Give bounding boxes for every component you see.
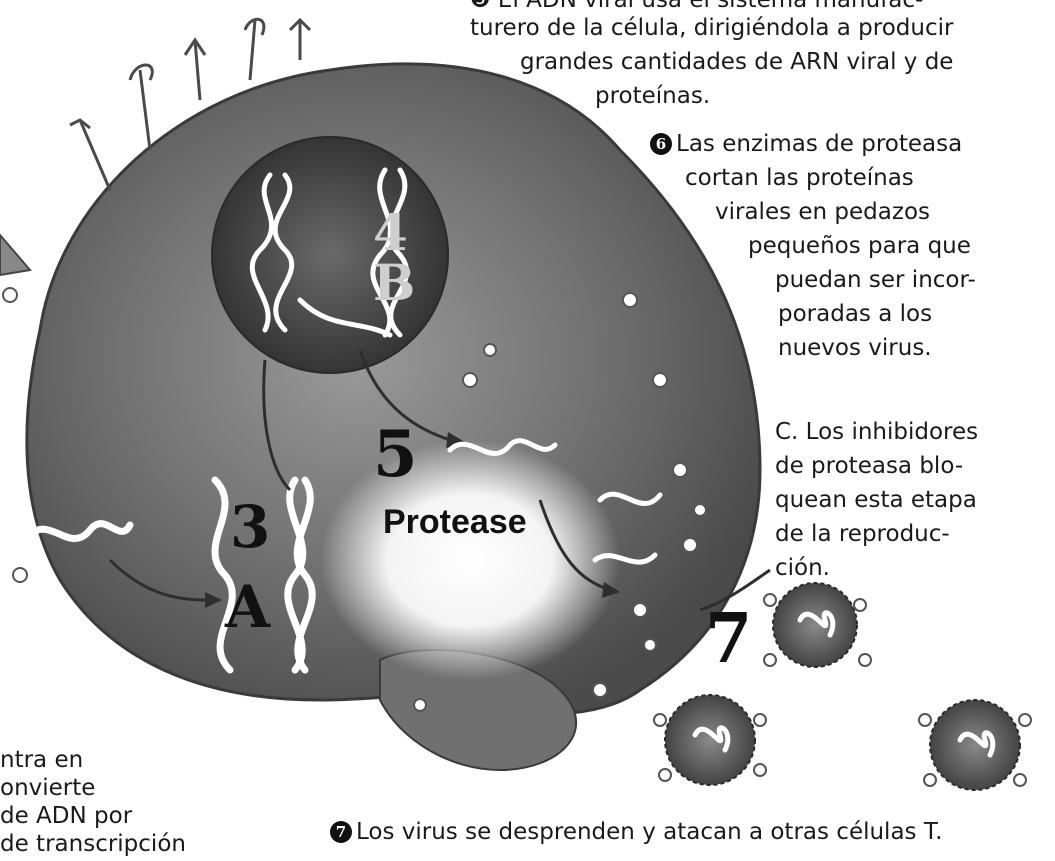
step6-line3: virales en pedazos xyxy=(715,198,930,226)
step6-line1-text: Las enzimas de proteasa xyxy=(676,131,962,157)
label-4: 4 xyxy=(373,208,408,258)
step6-line1: 6Las enzimas de proteasa xyxy=(650,130,962,158)
step5-line1: ❺ El ADN viral usa el sistema manufac- xyxy=(470,0,923,14)
step6-line2: cortan las proteínas xyxy=(685,164,914,192)
step6-line6: poradas a los xyxy=(778,300,932,328)
label-3: 3 xyxy=(230,498,270,556)
left-cut-line3: de ADN por xyxy=(0,802,132,830)
left-cut-line1: ntra en xyxy=(0,746,83,774)
step6-line5: puedan ser incor- xyxy=(775,266,976,294)
stepC-line2: de proteasa blo- xyxy=(775,452,963,480)
label-7: 7 xyxy=(705,605,752,673)
label-protease: Protease xyxy=(383,505,527,539)
step7-number-badge: 7 xyxy=(330,821,352,843)
label-A: A xyxy=(225,578,270,636)
step5-line3: grandes cantidades de ARN viral y de xyxy=(520,48,953,76)
left-cut-line2: onvierte xyxy=(0,774,95,802)
step5-line2: turero de la célula, dirigiéndola a prod… xyxy=(470,14,953,42)
stepC-line4: de la reproduc- xyxy=(775,520,950,548)
stepC-line5: ción. xyxy=(775,554,830,582)
step7-caption-text: Los virus se desprenden y atacan a otras… xyxy=(356,819,942,845)
left-edge-shape xyxy=(0,235,30,275)
step5-line4: proteínas. xyxy=(595,82,710,110)
label-B: B xyxy=(373,258,415,308)
stepC-line3: quean esta etapa xyxy=(775,486,977,514)
left-cut-line4: de transcripción xyxy=(0,830,186,858)
stepC-line1: C. Los inhibidores xyxy=(775,418,978,446)
step6-line4: pequeños para que xyxy=(748,232,971,260)
step6-line7: nuevos virus. xyxy=(778,334,932,362)
step6-number-badge: 6 xyxy=(650,133,672,155)
protease-glow xyxy=(320,440,620,680)
label-5: 5 xyxy=(373,423,418,487)
step7-caption: 7Los virus se desprenden y atacan a otra… xyxy=(330,818,942,846)
